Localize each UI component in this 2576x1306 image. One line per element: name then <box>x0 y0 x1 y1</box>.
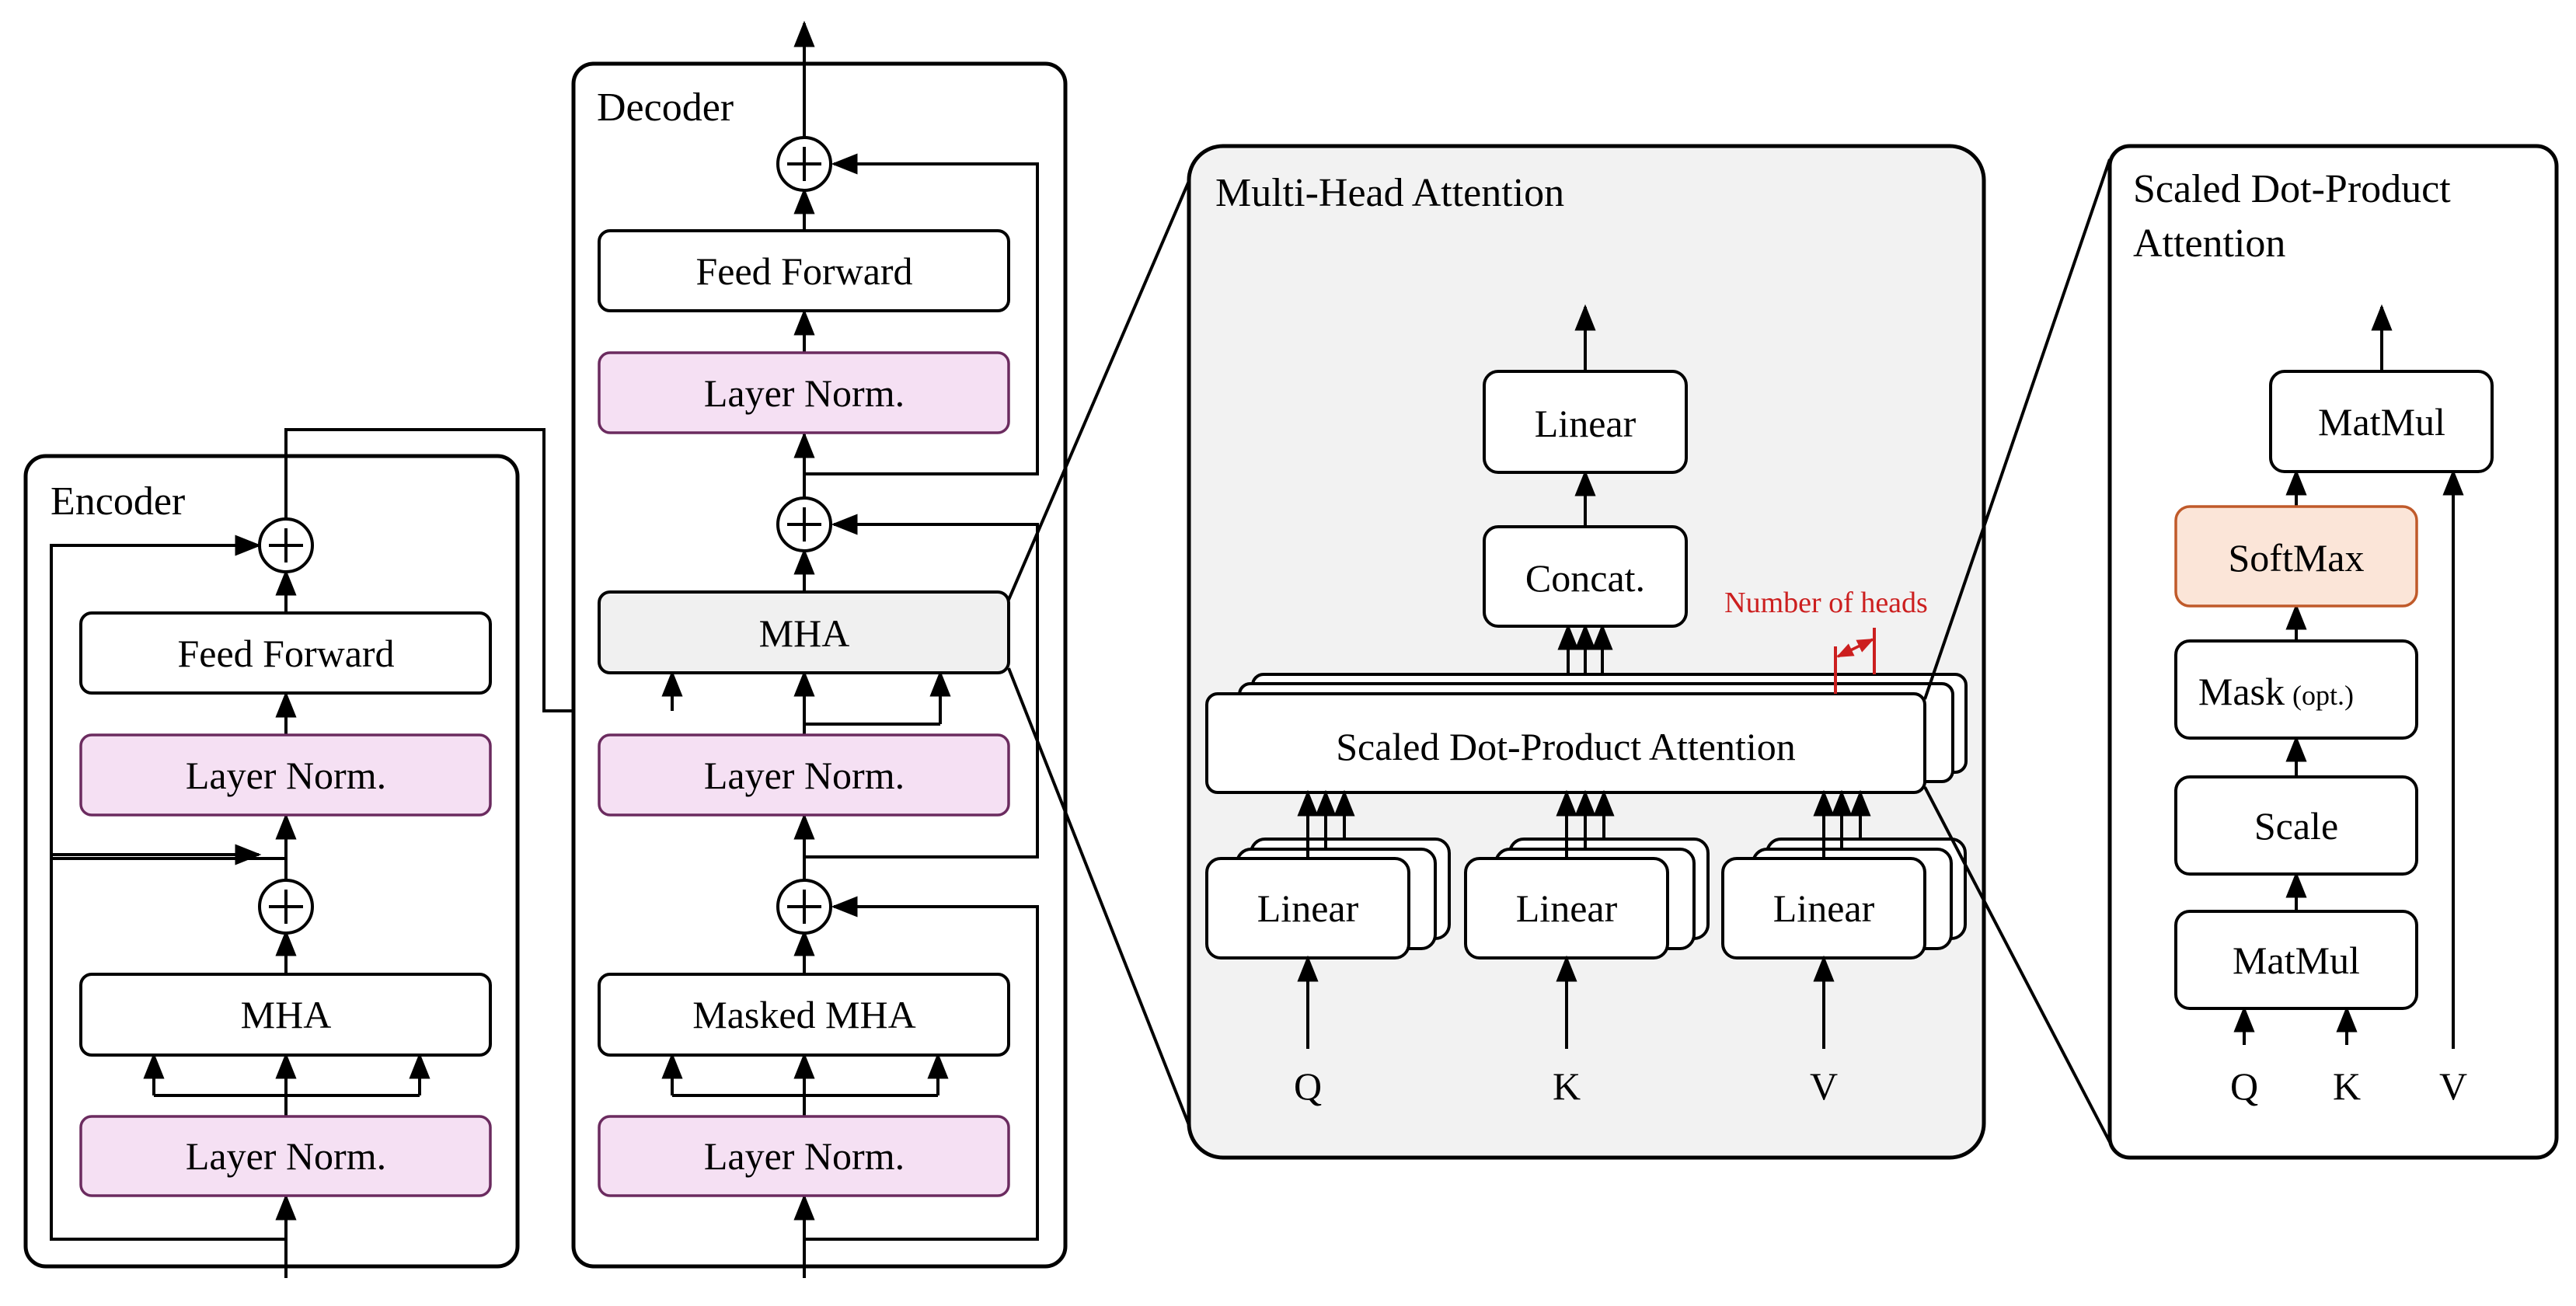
zoom-line-mha-bottom <box>1007 667 1190 1126</box>
decoder-feed-forward-label: Feed Forward <box>695 249 912 293</box>
encoder-feed-forward-box <box>79 611 492 695</box>
encoder-mha-box <box>79 973 492 1057</box>
mha-concat-box <box>1483 525 1688 628</box>
decoder-layer-norm-bottom-label: Layer Norm. <box>704 1134 905 1178</box>
decoder-title: Decoder <box>597 85 734 130</box>
sdpa-matmul-bottom-label: MatMul <box>2233 939 2360 982</box>
decoder-residual-3 <box>804 153 1039 475</box>
heads-annotation-arrow <box>1836 638 1874 658</box>
sdpa-mask-label: Mask <box>2198 670 2285 713</box>
encoder-panel: Encoder Layer Norm. MHA Layer Norm. Feed… <box>23 428 956 1278</box>
encoder-layer-norm-bottom-label: Layer Norm. <box>186 1134 386 1178</box>
encoder-layer-norm-top <box>79 733 492 817</box>
mha-k-label: K <box>1553 1064 1581 1108</box>
decoder-residual-2 <box>804 514 1039 858</box>
zoom-line-mha-top <box>1007 180 1190 601</box>
linear-k-label: Linear <box>1516 886 1618 930</box>
decoder-layer-norm-mha-label: Layer Norm. <box>704 754 905 797</box>
sdpa-scale-box <box>2174 775 2418 876</box>
encoder-feed-forward-label: Feed Forward <box>177 632 394 675</box>
zoom-line-sdpa-top <box>1923 158 2111 700</box>
sdpa-matmul-top-label: MatMul <box>2318 400 2445 444</box>
heads-annotation-ticks <box>1834 628 1876 694</box>
mha-v-label: V <box>1810 1064 1838 1108</box>
add-icon <box>269 528 303 562</box>
mha-linear-k-group: Linear <box>1464 838 1710 959</box>
sdpa-scale-label: Scale <box>2254 804 2338 848</box>
sdpa-mask-box <box>2174 639 2418 740</box>
add-icon <box>787 147 821 181</box>
sdpa-matmul-top-box <box>2269 370 2494 473</box>
add-icon <box>787 890 821 924</box>
decoder-mha-box <box>598 590 1010 674</box>
decoder-feed-forward-box <box>598 229 1010 312</box>
linear-q-label: Linear <box>1257 886 1359 930</box>
decoder-residual-1 <box>804 896 1039 1241</box>
encoder-residual-2 <box>50 535 286 860</box>
add-icon <box>787 507 821 542</box>
mha-linear-out-label: Linear <box>1535 402 1637 445</box>
decoder-layer-norm-mha <box>598 733 1010 817</box>
encoder-residual-1 <box>50 844 286 1241</box>
add-icon <box>269 890 303 924</box>
mha-q-label: Q <box>1294 1064 1322 1108</box>
decoder-layer-norm-bottom <box>598 1115 1010 1197</box>
decoder-masked-mha-box <box>598 973 1010 1057</box>
heads-annotation-label: Number of heads <box>1724 587 1928 619</box>
multi-head-attention-panel: Multi-Head Attention Linear Concat. Scal… <box>1187 144 1986 1160</box>
sdpa-q-label: Q <box>2230 1064 2258 1108</box>
mha-concat-label: Concat. <box>1525 556 1645 600</box>
decoder-masked-mha-label: Masked MHA <box>692 993 915 1036</box>
sdpa-softmax-box <box>2174 505 2418 608</box>
decoder-mha-label: MHA <box>759 611 850 655</box>
mha-panel-title: Multi-Head Attention <box>1215 171 1564 215</box>
decoder-layer-norm-ff-label: Layer Norm. <box>704 371 905 415</box>
zoom-line-sdpa-bottom <box>1923 786 2111 1143</box>
sdpa-k-label: K <box>2333 1064 2361 1108</box>
encoder-layer-norm-bottom <box>79 1115 492 1197</box>
mha-linear-q-group: Linear <box>1205 838 1451 959</box>
decoder-panel: Decoder Layer Norm. Masked MHA Layer Nor… <box>571 20 1068 1278</box>
mha-sdpa-label: Scaled Dot-Product Attention <box>1336 725 1796 768</box>
mha-linear-out-box <box>1483 370 1688 474</box>
encoder-title: Encoder <box>51 479 185 524</box>
sdpa-v-label: V <box>2439 1064 2467 1108</box>
sdpa-mask-opt-label: (opt.) <box>2292 680 2354 711</box>
linear-v-label: Linear <box>1773 886 1875 930</box>
decoder-layer-norm-ff <box>598 351 1010 434</box>
encoder-mha-label: MHA <box>241 993 332 1036</box>
encoder-layer-norm-top-label: Layer Norm. <box>186 754 386 797</box>
sdpa-panel-title-line2: Attention <box>2133 221 2285 266</box>
sdpa-softmax-label: SoftMax <box>2229 536 2365 580</box>
mha-linear-v-group: Linear <box>1721 838 1967 959</box>
sdpa-panel-title-line1: Scaled Dot-Product <box>2133 167 2451 211</box>
sdpa-matmul-bottom-box <box>2174 910 2418 1010</box>
scaled-dot-product-panel: Scaled Dot-Product Attention MatMul Soft… <box>2107 144 2559 1160</box>
